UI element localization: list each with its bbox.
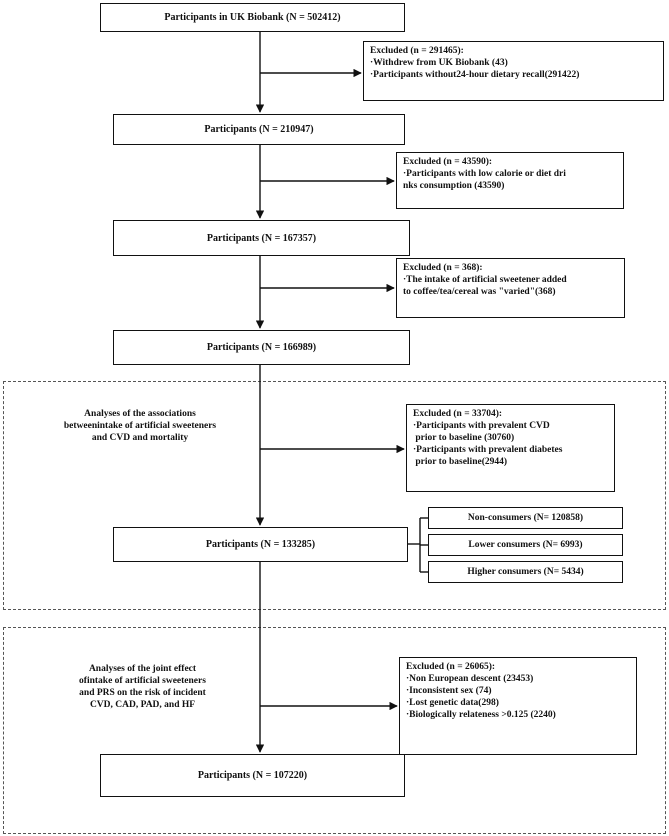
consumer-group-non: Non-consumers (N= 120858) — [428, 507, 623, 529]
exclusion-box-4: Excluded (n = 33704): ·Participants with… — [406, 404, 615, 492]
section-note-associations: Analyses of the associations betweeninta… — [63, 409, 217, 443]
section-joint-effect-frame — [3, 627, 666, 834]
exclusion-box-1: Excluded (n = 291465): ·Withdrew from UK… — [363, 41, 664, 101]
participants-box-5: Participants (N = 133285) — [113, 527, 408, 562]
consumer-group-lower: Lower consumers (N= 6993) — [428, 534, 623, 556]
participants-box-2: Participants (N = 210947) — [113, 114, 405, 145]
section-note-joint-effect: Analyses of the joint effect ofintake of… — [79, 664, 206, 710]
exclusion-box-5: Excluded (n = 26065): ·Non European desc… — [399, 657, 637, 755]
participants-box-4: Participants (N = 166989) — [113, 330, 410, 365]
exclusion-box-3: Excluded (n = 368): ·The intake of artif… — [396, 258, 625, 318]
section-associations-frame — [3, 381, 666, 610]
exclusion-box-2: Excluded (n = 43590): ·Participants with… — [396, 152, 624, 209]
participants-box-3: Participants (N = 167357) — [113, 220, 410, 256]
participants-box-1: Participants in UK Biobank (N = 502412) — [100, 3, 405, 32]
consumer-group-higher: Higher consumers (N= 5434) — [428, 561, 623, 583]
participants-box-6: Participants (N = 107220) — [100, 754, 405, 797]
